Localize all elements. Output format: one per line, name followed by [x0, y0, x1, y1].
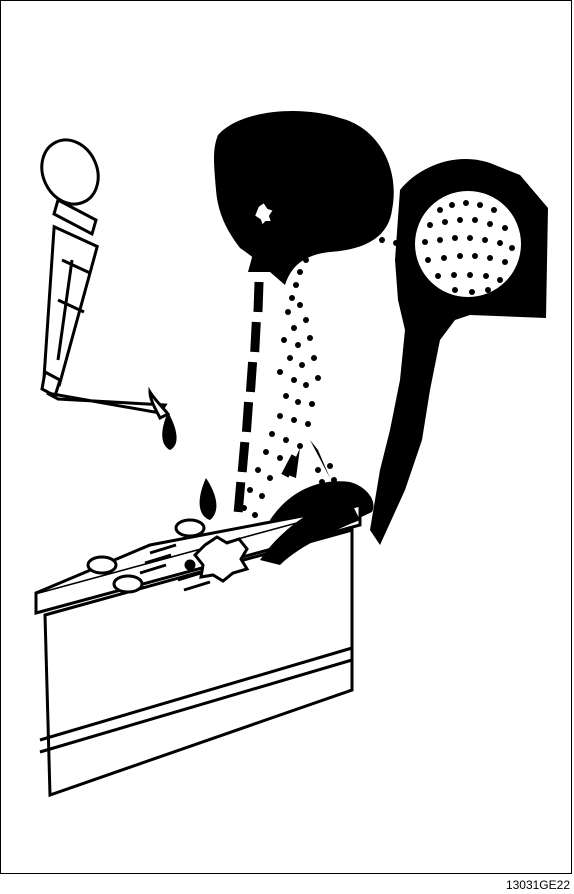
hydrometer-icon [32, 131, 168, 418]
dashed-arrow-up [234, 228, 272, 512]
face-silhouette [214, 111, 548, 545]
acid-drops [162, 412, 216, 520]
figure-code: 13031GE22 [506, 878, 570, 892]
ear-dotted-region [415, 191, 521, 297]
dashed-arrow-right [281, 440, 330, 478]
battery-icon [36, 505, 360, 795]
